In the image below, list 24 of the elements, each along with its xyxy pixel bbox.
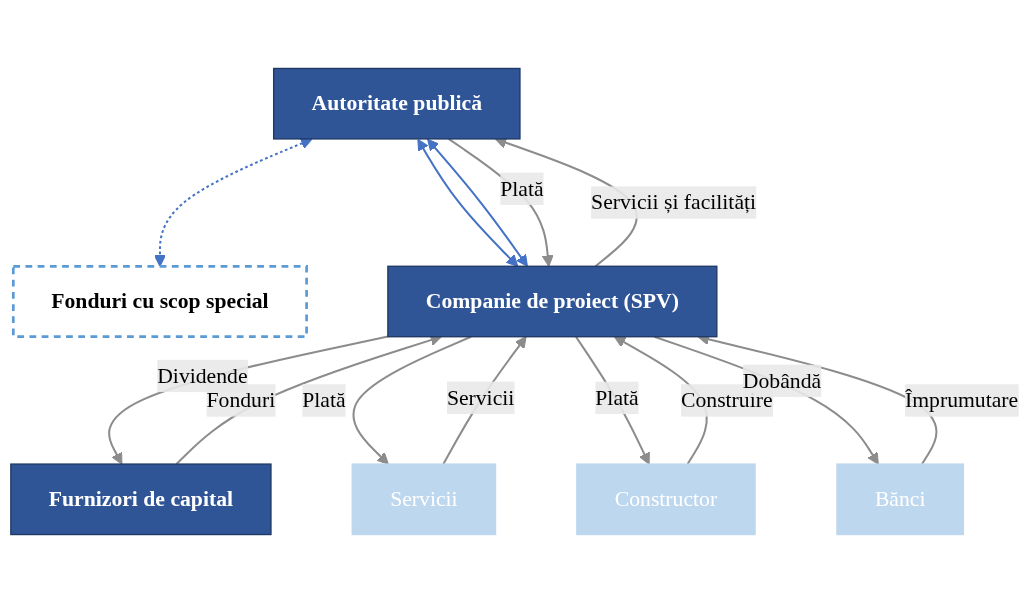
node-box: Bănci: [836, 463, 965, 536]
node-box: Autoritate publică: [273, 67, 521, 140]
arrow: [352, 335, 472, 465]
edge-label: Împrumutare: [904, 388, 1019, 412]
arrow: [108, 335, 389, 465]
node-box: Fonduri cu scop special: [11, 264, 308, 339]
arrow: [448, 138, 554, 267]
arrow: [154, 137, 313, 267]
edge-label: Plată: [302, 388, 346, 412]
edge-label: Servicii și facilități: [591, 190, 757, 214]
arrow: [654, 335, 879, 465]
edge-label: Dividende: [157, 363, 248, 387]
node-box: Constructor: [576, 463, 756, 536]
arrow: [575, 336, 650, 465]
arrow: [427, 138, 528, 267]
edge-label: Plată: [500, 176, 544, 200]
arrow: [442, 336, 527, 465]
node-box: Servicii: [351, 463, 497, 536]
edge-label: Plată: [595, 385, 639, 409]
edge-label: Servicii: [446, 385, 515, 409]
edge-label: Fonduri: [206, 388, 276, 412]
node-box: Furnizori de capital: [10, 463, 272, 536]
arrow: [417, 138, 519, 267]
node-box: Companie de proiect (SPV): [387, 265, 718, 338]
